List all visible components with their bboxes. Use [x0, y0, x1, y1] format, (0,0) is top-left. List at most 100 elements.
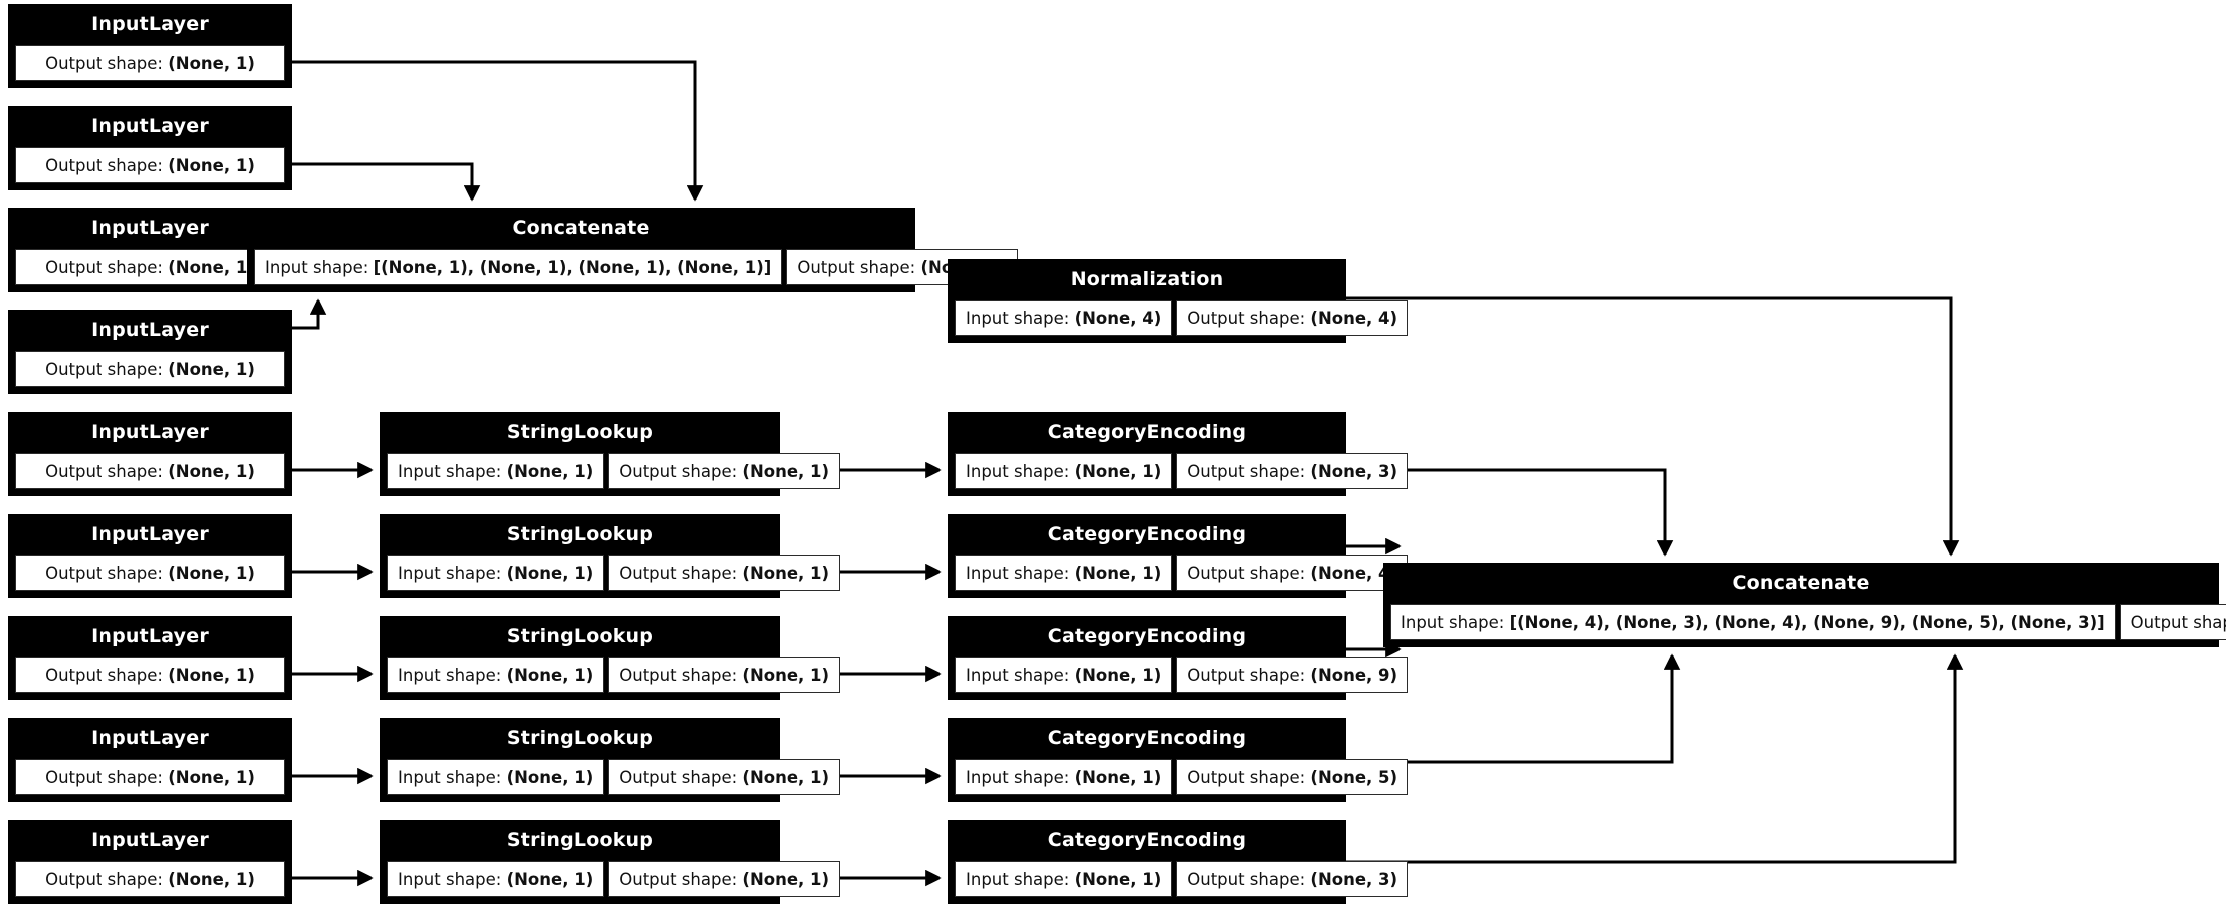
shape-label: Output shape: [1187, 665, 1306, 685]
shape-value: (None, 1) [168, 359, 255, 379]
shape-label: Input shape: [398, 563, 502, 583]
edge-in1-to-concat1 [292, 60, 704, 202]
shape-cell: Output shape: (None, 1) [15, 861, 285, 897]
node-body: Output shape: (None, 1) [11, 143, 289, 187]
shape-value: (None, 1) [168, 155, 255, 175]
shape-label: Output shape: [1187, 767, 1306, 787]
shape-value: (None, 1) [168, 665, 255, 685]
node-title: InputLayer [11, 313, 289, 347]
shape-label: Output shape: [619, 665, 738, 685]
node-title: StringLookup [383, 721, 777, 755]
shape-value: (None, 1) [742, 869, 830, 889]
shape-label: Input shape: [966, 665, 1070, 685]
node-title: StringLookup [383, 619, 777, 653]
node-title: StringLookup [383, 415, 777, 449]
shape-label: Output shape: [45, 461, 163, 481]
node-title: InputLayer [11, 721, 289, 755]
shape-cell: Input shape: (None, 1) [387, 555, 605, 591]
shape-cell: Output shape: (None, 1) [608, 759, 841, 795]
shape-value: (None, 1) [168, 53, 255, 73]
node-title: InputLayer [11, 823, 289, 857]
shape-value: (None, 1) [1074, 767, 1162, 787]
shape-label: Input shape: [966, 461, 1070, 481]
shape-cell: Output shape: (None, 28) [2119, 604, 2226, 640]
shape-label: Input shape: [966, 767, 1070, 787]
node-title: InputLayer [11, 211, 289, 245]
shape-cell: Output shape: (None, 3) [1176, 861, 1409, 897]
shape-cell: Output shape: (None, 1) [608, 861, 841, 897]
shape-cell: Output shape: (None, 9) [1176, 657, 1409, 693]
shape-label: Input shape: [966, 563, 1070, 583]
shape-cell: Input shape: (None, 1) [387, 759, 605, 795]
shape-value: (None, 1) [742, 563, 830, 583]
shape-value: (None, 1) [506, 461, 594, 481]
node-body: Input shape: (None, 1)Output shape: (Non… [383, 857, 841, 901]
node-body: Input shape: (None, 1) Output shape: (Non… [951, 653, 1409, 697]
node-body: Input shape: (None, 1)Output shape: (Non… [951, 857, 1409, 901]
shape-cell: Input shape: (None, 1) [955, 555, 1173, 591]
shape-cell: Output shape: (None, 1) [608, 555, 841, 591]
node-title: InputLayer [11, 7, 289, 41]
shape-value: [(None, 1), (None, 1), (None, 1), (None,… [373, 257, 772, 277]
shape-label: Input shape: [398, 461, 502, 481]
node-title: InputLayer [11, 619, 289, 653]
shape-cell: Output shape: (None, 1) [15, 555, 285, 591]
shape-label: Output shape: [45, 359, 163, 379]
shape-cell: Input shape: [(None, 1), (None, 1), (Non… [254, 249, 783, 285]
node-body: Input shape: [(None, 1), (None, 1), (Non… [250, 245, 1019, 289]
shape-label: Output shape: [1187, 563, 1306, 583]
shape-value: (None, 1) [506, 869, 594, 889]
shape-value: (None, 3) [1310, 461, 1398, 481]
shape-label: Output shape: [619, 461, 738, 481]
shape-cell: Output shape: (None, 4) [1176, 300, 1409, 336]
shape-value: (None, 1) [168, 869, 255, 889]
node-title: Concatenate [1386, 566, 2216, 600]
node-body: Output shape: (None, 1) [11, 653, 289, 697]
shape-label: Input shape: [398, 767, 502, 787]
shape-value: (None, 1) [1074, 461, 1162, 481]
shape-label: Input shape: [966, 869, 1070, 889]
shape-cell: Output shape: (None, 3) [1176, 453, 1409, 489]
shape-cell: Input shape: (None, 1) [387, 453, 605, 489]
node-body: Input shape: (None, 1)Output shape: (Non… [383, 449, 841, 493]
node-title: Normalization [951, 262, 1343, 296]
node-body: Output shape: (None, 1) [11, 449, 289, 493]
shape-label: Output shape: [2130, 612, 2226, 632]
node-body: Output shape: (None, 1) [11, 41, 289, 85]
shape-label: Output shape: [619, 869, 738, 889]
shape-value: (None, 1) [1074, 665, 1162, 685]
shape-label: Input shape: [398, 665, 502, 685]
shape-label: Output shape: [45, 869, 163, 889]
shape-cell: Output shape: (None, 1) [608, 453, 841, 489]
shape-label: Output shape: [45, 767, 163, 787]
shape-value: (None, 1) [506, 767, 594, 787]
shape-value: (None, 1) [506, 665, 594, 685]
shape-value: (None, 1) [742, 767, 830, 787]
node-body: Input shape: (None, 1)Output shape: (Non… [951, 551, 1409, 595]
shape-cell: Output shape: (None, 1) [15, 249, 285, 285]
shape-label: Output shape: [1187, 461, 1306, 481]
shape-label: Input shape: [1401, 612, 1505, 632]
